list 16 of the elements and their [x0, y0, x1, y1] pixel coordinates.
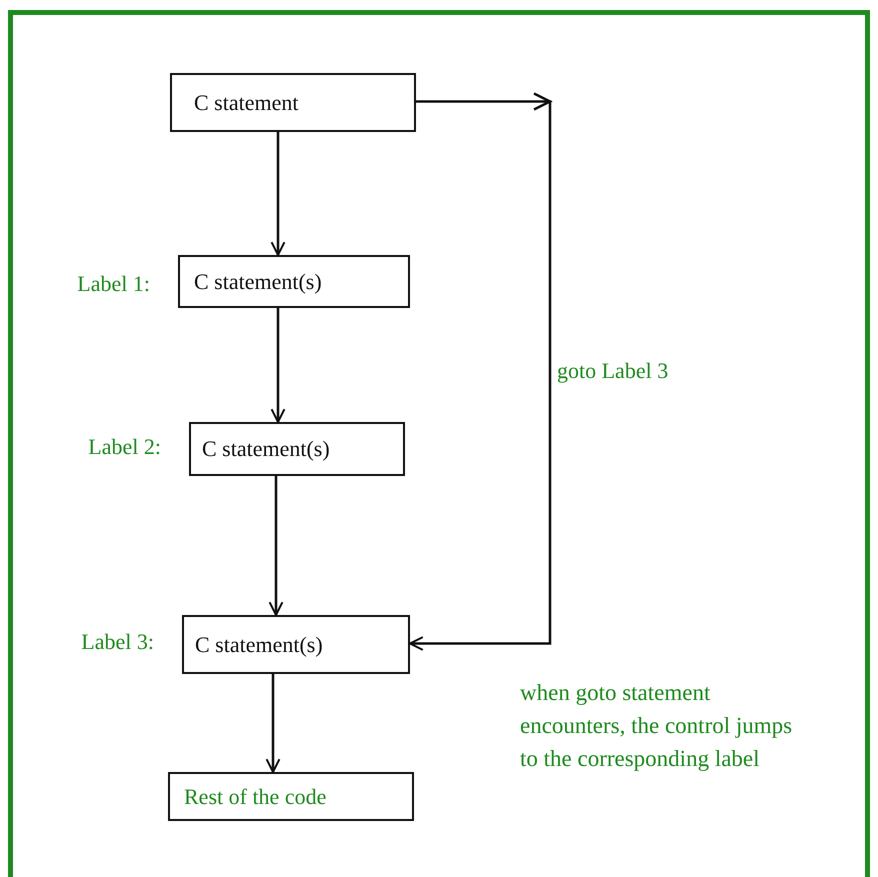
- label-name: Label 1:: [77, 271, 150, 297]
- arrow: [270, 132, 286, 256]
- label-name: Label 2:: [88, 434, 161, 460]
- process-box: [168, 772, 414, 821]
- process-box: [170, 73, 416, 132]
- arrow: [266, 674, 280, 773]
- box-text: C statement: [194, 90, 298, 116]
- box-text: C statement(s): [195, 632, 323, 658]
- arrow: [268, 476, 284, 616]
- arrow: [270, 308, 286, 423]
- box-text: C statement(s): [194, 268, 322, 294]
- box-text: C statement(s): [202, 436, 330, 462]
- box-text: Rest of the code: [184, 784, 326, 810]
- label-name: Label 3:: [81, 629, 154, 655]
- note-text: when goto statement encounters, the control jumps to the corresponding label: [520, 679, 794, 773]
- arrow: [409, 92, 553, 651]
